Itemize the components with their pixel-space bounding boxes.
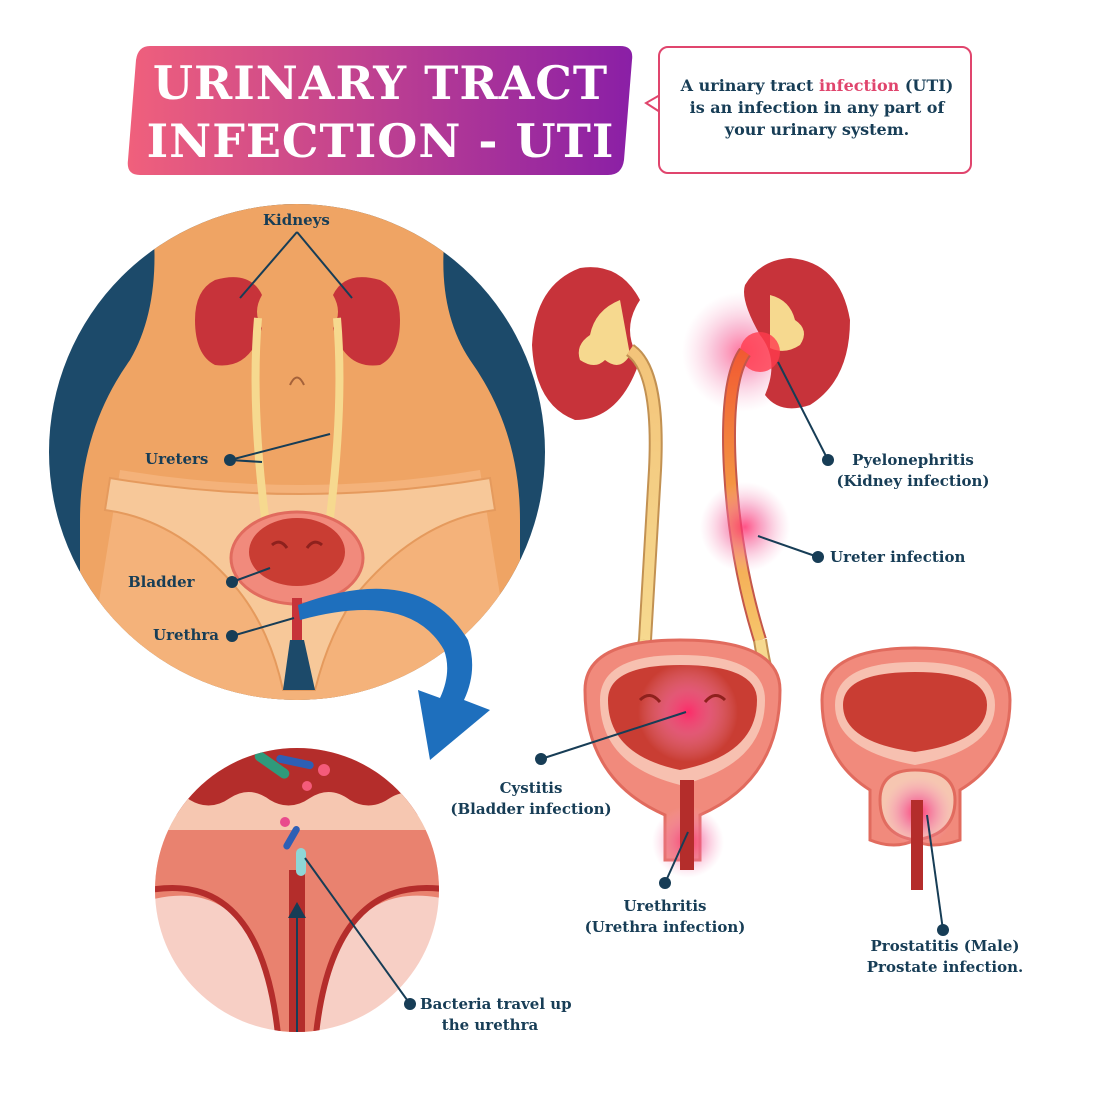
label-cystitis-line-2: (Bladder infection)	[450, 800, 612, 818]
leader-dots	[224, 454, 949, 1010]
label-pyelonephritis-line-2: (Kidney infection)	[836, 472, 990, 490]
label-kidneys: Kidneys	[263, 211, 330, 229]
label-pyelonephritis: Pyelonephritis (Kidney infection)	[828, 450, 998, 492]
zoom-arrow	[298, 588, 490, 760]
intro-highlight: infection	[818, 76, 900, 95]
page-title: URINARY TRACT INFECTION - UTI	[128, 54, 633, 170]
intro-after: (UTI) is an infection in any part of you…	[689, 76, 954, 139]
title-line-1: URINARY TRACT	[152, 56, 609, 110]
zoom-circle	[155, 748, 439, 1032]
label-cystitis: Cystitis (Bladder infection)	[445, 778, 617, 820]
label-bacteria-line-1: Bacteria travel up	[420, 995, 572, 1013]
label-prostatitis-line-2: Prostate infection.	[866, 958, 1024, 976]
intro-text: A urinary tract infection (UTI) is an in…	[672, 75, 962, 141]
label-urethra: Urethra	[153, 626, 219, 644]
intro-box	[658, 46, 972, 174]
label-bacteria: Bacteria travel up the urethra	[420, 994, 572, 1036]
label-ureters: Ureters	[145, 450, 209, 468]
label-bacteria-line-2: the urethra	[441, 1016, 539, 1034]
label-pyelonephritis-line-1: Pyelonephritis	[852, 451, 974, 469]
right-kidney-infected	[682, 258, 850, 707]
label-bladder: Bladder	[128, 573, 195, 591]
label-prostatitis: Prostatitis (Male) Prostate infection.	[855, 936, 1035, 978]
label-urethritis-line-1: Urethritis	[623, 897, 707, 915]
label-cystitis-line-1: Cystitis	[499, 779, 563, 797]
intro-before: A urinary tract	[680, 76, 819, 95]
title-banner	[127, 46, 633, 175]
body-circle	[49, 204, 545, 700]
bladder-cystitis	[583, 638, 782, 878]
label-prostatitis-line-1: Prostatitis (Male)	[870, 937, 1020, 955]
label-urethritis-line-2: (Urethra infection)	[584, 918, 746, 936]
label-ureter-infection: Ureter infection	[830, 548, 966, 566]
right-kidney-left	[532, 267, 663, 707]
label-urethritis: Urethritis (Urethra infection)	[575, 896, 755, 938]
bladder-prostatitis	[820, 646, 1012, 890]
title-line-2: INFECTION - UTI	[146, 114, 615, 168]
